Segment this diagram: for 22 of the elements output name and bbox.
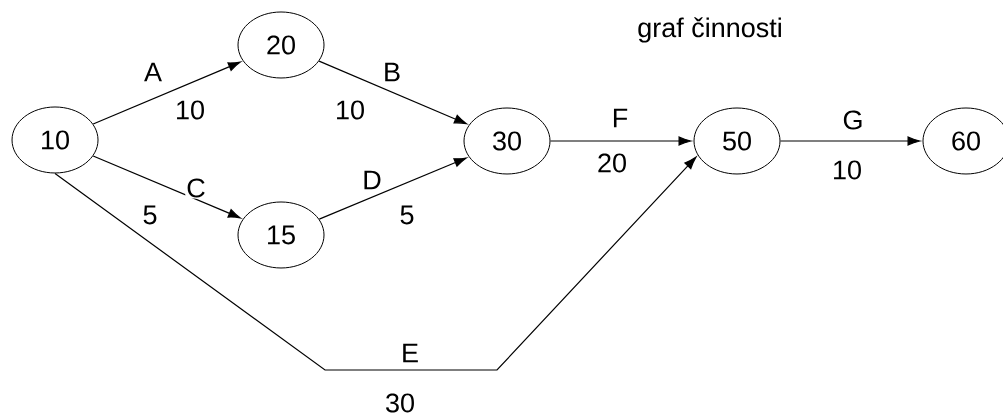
duration-label: 10	[174, 99, 207, 121]
edge-label: D	[361, 169, 383, 191]
arrow	[92, 61, 241, 125]
arrow	[318, 60, 467, 125]
arrow	[54, 156, 697, 371]
duration-label: 5	[141, 204, 159, 226]
duration-label: 20	[596, 152, 628, 174]
arrow	[549, 136, 692, 146]
arrow	[92, 155, 241, 219]
arrow	[779, 136, 921, 146]
edge-label: B	[382, 61, 402, 83]
edge-label: E	[400, 342, 420, 364]
edge-label: G	[841, 109, 865, 131]
arrow	[318, 157, 467, 220]
edge-label: C	[185, 177, 207, 199]
duration-label: 10	[334, 99, 367, 121]
edge-label: A	[143, 61, 163, 83]
duration-label: 30	[384, 392, 417, 414]
title: graf činnosti	[638, 17, 781, 43]
duration-label: 5	[398, 204, 416, 226]
edge-label: F	[610, 107, 630, 129]
duration-label: 10	[831, 159, 863, 181]
